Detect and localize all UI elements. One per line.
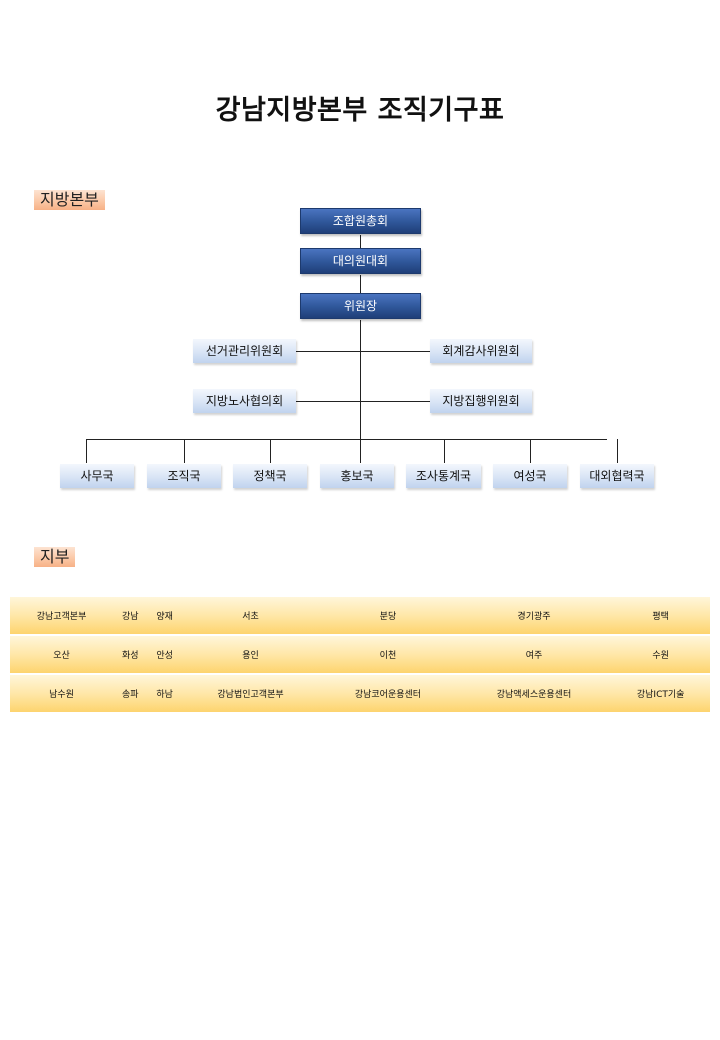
table-cell: 양재 (147, 597, 182, 636)
page-title: 강남지방본부 조직기구표 (215, 95, 505, 126)
table-cell: 강남고객본부 (10, 597, 114, 636)
box-delegates-congress: 대의원대회 (300, 248, 421, 274)
box-dept-organization: 조직국 (147, 464, 221, 488)
table-cell: 강남코어운용센터 (319, 674, 457, 714)
table-cell: 평택 (611, 597, 710, 636)
section-label-branch: 지부 (34, 547, 76, 567)
box-executive-committee: 지방집행위원회 (430, 389, 532, 413)
box-election-committee: 선거관리위원회 (193, 339, 296, 363)
table-cell: 강남액세스운용센터 (456, 674, 612, 714)
table-cell: 송파 (113, 674, 148, 714)
table-cell: 안성 (147, 635, 182, 675)
box-dept-policy: 정책국 (233, 464, 307, 488)
table-cell: 여주 (456, 635, 612, 675)
table-cell: 이천 (319, 635, 457, 675)
table-cell: 강남ICT기술 (611, 674, 710, 714)
table-row: 남수원 송파 하남 강남법인고객본부 강남코어운용센터 강남액세스운용센터 강남… (10, 674, 710, 714)
table-cell: 하남 (147, 674, 182, 714)
box-dept-external: 대외협력국 (580, 464, 654, 488)
box-dept-secretariat: 사무국 (60, 464, 134, 488)
table-cell: 화성 (113, 635, 148, 675)
table-cell: 남수원 (10, 674, 114, 714)
table-cell: 강남법인고객본부 (181, 674, 320, 714)
box-labor-council: 지방노사협의회 (193, 389, 296, 413)
table-cell: 서초 (181, 597, 320, 636)
table-cell: 수원 (611, 635, 710, 675)
box-general-assembly: 조합원총회 (300, 208, 421, 234)
box-dept-women: 여성국 (493, 464, 567, 488)
table-row: 강남고객본부 강남 양재 서초 분당 경기광주 평택 (10, 597, 710, 636)
box-chairperson: 위원장 (300, 293, 421, 319)
box-audit-committee: 회계감사위원회 (430, 339, 532, 363)
table-cell: 용인 (181, 635, 320, 675)
table-cell: 오산 (10, 635, 114, 675)
box-dept-publicity: 홍보국 (320, 464, 394, 488)
table-cell: 강남 (113, 597, 148, 636)
table-cell: 분당 (319, 597, 457, 636)
table-row: 오산 화성 안성 용인 이천 여주 수원 (10, 635, 710, 675)
table-cell: 경기광주 (456, 597, 612, 636)
section-label-regional: 지방본부 (34, 190, 105, 210)
box-dept-research: 조사통계국 (406, 464, 481, 488)
branch-table: 강남고객본부 강남 양재 서초 분당 경기광주 평택 오산 화성 안성 용인 이… (10, 597, 710, 714)
